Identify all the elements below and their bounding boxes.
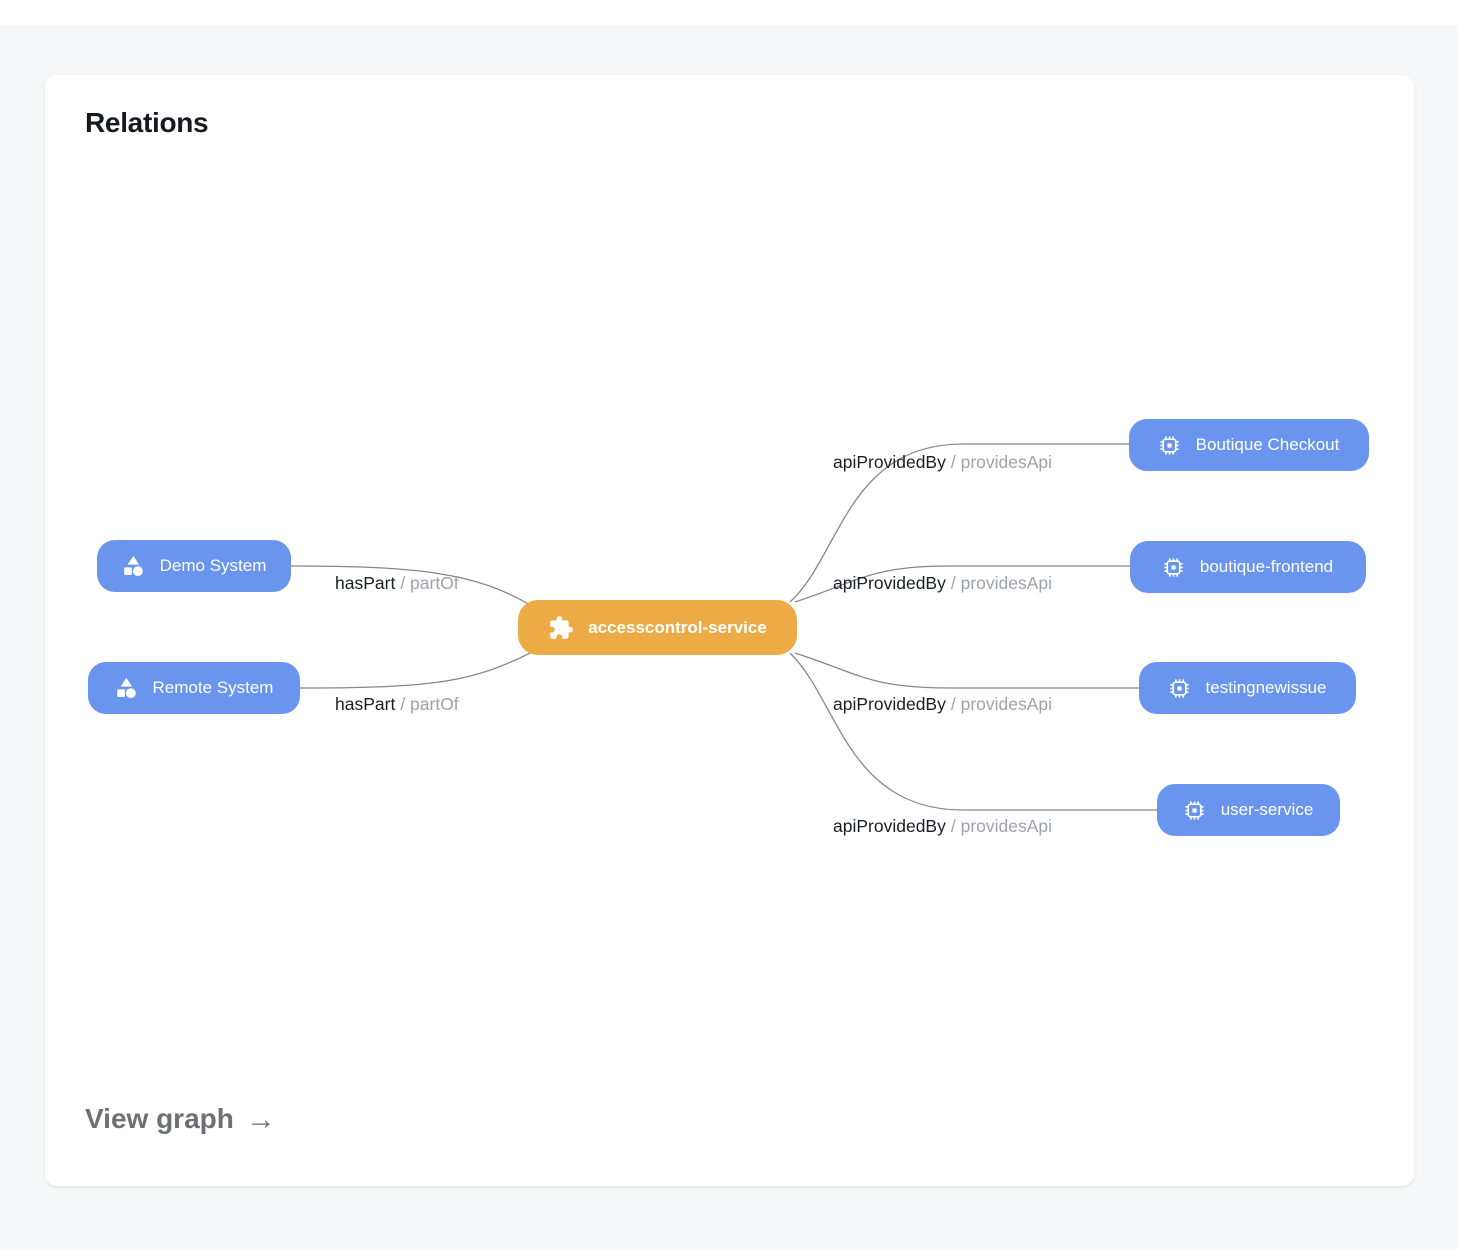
- node-label: user-service: [1220, 800, 1314, 819]
- node-boutique-frontend[interactable]: boutique-frontend: [1130, 541, 1366, 593]
- chip-icon: [1184, 800, 1205, 821]
- edge-label-apiprovidedby-2: apiProvidedBy/ providesApi: [833, 573, 1053, 593]
- edge-demo-system: [290, 565, 533, 607]
- chip-icon: [1159, 435, 1180, 456]
- edge-label-apiprovidedby-1: apiProvidedBy/ providesApi: [833, 452, 1053, 472]
- node-label: Boutique Checkout: [1195, 435, 1340, 454]
- view-graph-link[interactable]: View graph →: [85, 1103, 276, 1135]
- card-title: Relations: [85, 107, 209, 138]
- edge-label-apiprovidedby-3: apiProvidedBy/ providesApi: [833, 694, 1053, 714]
- chip-icon: [1169, 678, 1190, 699]
- relations-card: Relations hasPart/ partOf hasPart/ partO…: [45, 75, 1414, 1186]
- puzzle-icon: [548, 615, 574, 641]
- node-label: Remote System: [152, 678, 274, 697]
- edge-testingnewissue: [794, 652, 1139, 689]
- view-graph-label: View graph: [85, 1103, 234, 1134]
- shapes-icon: [115, 677, 137, 699]
- top-strip: [0, 0, 1458, 25]
- shapes-icon: [122, 555, 144, 577]
- edge-boutique-frontend: [794, 565, 1130, 603]
- node-label: testingnewissue: [1205, 678, 1327, 697]
- edge-user-service: [789, 652, 1157, 811]
- node-demo-system[interactable]: Demo System: [97, 540, 291, 592]
- edge-remote-system: [299, 651, 533, 689]
- node-accesscontrol-service[interactable]: accesscontrol-service: [518, 600, 797, 655]
- edges-layer: [290, 443, 1157, 811]
- node-testingnewissue[interactable]: testingnewissue: [1139, 662, 1356, 714]
- node-label: boutique-frontend: [1199, 557, 1334, 576]
- edge-boutique-checkout: [789, 443, 1129, 603]
- relations-graph: hasPart/ partOf hasPart/ partOf apiProvi…: [45, 75, 1414, 1186]
- arrow-right-icon: →: [245, 1103, 276, 1136]
- node-label: Demo System: [159, 556, 267, 575]
- node-remote-system[interactable]: Remote System: [88, 662, 300, 714]
- node-boutique-checkout[interactable]: Boutique Checkout: [1129, 419, 1369, 471]
- edge-label-haspart-1: hasPart/ partOf: [335, 573, 459, 593]
- edge-label-apiprovidedby-4: apiProvidedBy/ providesApi: [833, 816, 1053, 836]
- edge-label-haspart-2: hasPart/ partOf: [335, 694, 459, 714]
- node-label: accesscontrol-service: [588, 617, 767, 637]
- chip-icon: [1163, 557, 1184, 578]
- node-user-service[interactable]: user-service: [1157, 784, 1340, 836]
